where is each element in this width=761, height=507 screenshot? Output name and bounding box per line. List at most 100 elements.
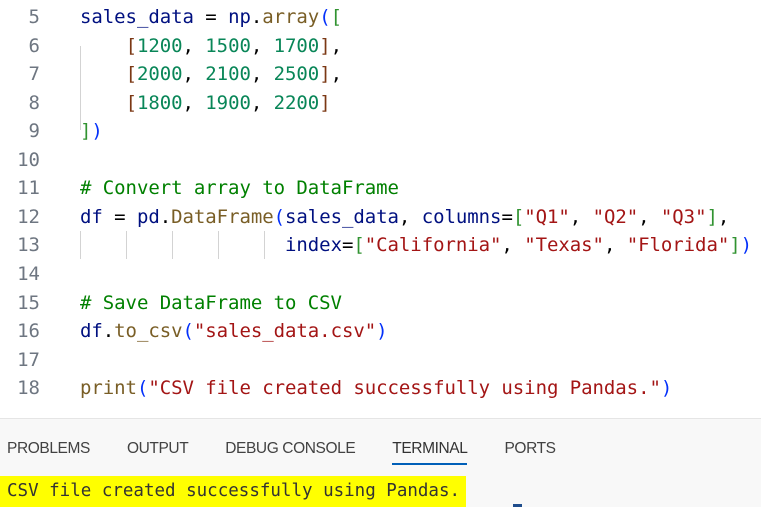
code-line[interactable]: 9]) <box>0 117 761 145</box>
code-text: # Save DataFrame to CSV <box>80 289 342 317</box>
code-token: df <box>80 205 103 228</box>
code-token: [ <box>125 91 137 114</box>
code-line[interactable]: 7 [2000, 2100, 2500], <box>0 60 761 88</box>
tab-output[interactable]: OUTPUT <box>126 440 189 457</box>
line-number: 9 <box>28 120 40 143</box>
code-token: [ <box>512 205 525 228</box>
code-token: 2200 <box>273 91 320 114</box>
line-number: 6 <box>28 34 40 57</box>
code-line[interactable]: 10 <box>0 146 761 174</box>
tab-problems[interactable]: PROBLEMS <box>7 440 90 457</box>
code-token: , <box>330 34 342 57</box>
code-token: np <box>228 6 251 28</box>
code-token: [ <box>330 6 342 28</box>
code-token: , <box>398 205 422 228</box>
code-line[interactable]: 15 # Save DataFrame to CSV <box>0 289 761 317</box>
code-line[interactable]: 11# Convert array to DataFrame <box>0 174 761 202</box>
code-token: , <box>569 205 593 228</box>
code-token: "Q1" <box>524 205 570 228</box>
code-token: . <box>102 320 115 343</box>
code-text: [1200, 1500, 1700], <box>80 32 342 60</box>
tab-debug-console[interactable]: DEBUG CONSOLE <box>225 440 356 457</box>
code-token: , <box>638 205 661 228</box>
code-token <box>80 234 285 256</box>
code-token: 2000 <box>136 63 183 86</box>
code-token: pd <box>136 205 160 228</box>
line-number: 5 <box>28 6 40 28</box>
line-number: 14 <box>17 262 40 285</box>
code-token: ) <box>376 320 388 343</box>
code-token: = <box>102 205 137 228</box>
code-token: = <box>193 6 229 28</box>
code-token: array <box>262 6 320 28</box>
code-token: . <box>250 6 263 28</box>
code-token: ] <box>706 205 718 228</box>
code-token: "Q3" <box>660 205 707 228</box>
code-token: "Texas" <box>524 234 604 257</box>
code-token: "Q2" <box>592 205 639 228</box>
code-token: ( <box>182 320 194 343</box>
code-token: index <box>285 234 342 257</box>
indent-guide <box>264 231 265 259</box>
code-token: ( <box>136 377 149 400</box>
code-token: to_csv <box>114 320 183 343</box>
code-token: 1800 <box>136 91 183 114</box>
code-line[interactable]: 6 [1200, 1500, 1700], <box>0 32 761 60</box>
code-token: ] <box>319 63 331 86</box>
line-number: 17 <box>17 348 40 371</box>
code-token: , <box>250 91 274 114</box>
code-line[interactable]: 8 [1800, 1900, 2200] <box>0 89 761 117</box>
indent-guide <box>218 231 219 259</box>
code-token <box>80 35 126 57</box>
code-token: ) <box>91 120 103 143</box>
terminal-output-line: CSV file created successfully using Pand… <box>0 476 467 507</box>
code-token: , <box>250 34 274 57</box>
code-token: , <box>182 63 206 86</box>
code-token: [ <box>353 234 365 257</box>
code-text: df.to_csv("sales_data.csv") <box>80 317 388 345</box>
code-token: ] <box>80 120 92 143</box>
line-number: 10 <box>17 148 40 171</box>
code-line[interactable]: 14 <box>0 260 761 288</box>
code-token: 1700 <box>273 34 320 57</box>
code-token: 2100 <box>205 63 251 86</box>
code-text: sales_data = np.array([ <box>80 3 342 31</box>
code-token: 2500 <box>273 63 320 86</box>
code-token: ( <box>273 205 286 228</box>
tab-ports[interactable]: PORTS <box>504 440 556 457</box>
line-number: 15 <box>17 291 40 314</box>
code-token: , <box>717 205 730 228</box>
code-token: 1500 <box>205 34 251 57</box>
line-number: 12 <box>17 205 40 228</box>
code-token: df <box>80 320 103 343</box>
line-number: 8 <box>28 91 40 114</box>
code-line[interactable]: 16 df.to_csv("sales_data.csv") <box>0 317 761 345</box>
indent-guide <box>80 46 81 130</box>
code-token: "California" <box>364 234 502 257</box>
code-line[interactable]: 17 <box>0 346 761 374</box>
code-token: # Save DataFrame to CSV <box>80 291 342 314</box>
code-token: sales_data <box>285 205 399 228</box>
code-token: ] <box>729 234 741 257</box>
tab-terminal[interactable]: TERMINAL <box>392 439 468 465</box>
code-token: "CSV file created successfully using Pan… <box>148 377 661 400</box>
code-text: df = pd.DataFrame(sales_data, columns=["… <box>80 203 729 231</box>
code-token: , <box>250 63 274 86</box>
code-token: , <box>603 234 627 257</box>
code-text: ]) <box>80 117 103 145</box>
panel-tabs: PROBLEMS OUTPUT DEBUG CONSOLE TERMINAL P… <box>0 439 593 467</box>
line-number: 16 <box>17 320 40 343</box>
code-token: columns <box>421 205 502 228</box>
code-line[interactable]: 13 index=["California", "Texas", "Florid… <box>0 231 761 259</box>
code-token: ) <box>740 234 753 257</box>
code-token: ) <box>660 377 673 400</box>
code-line[interactable]: 5 sales_data = np.array([ <box>0 3 761 31</box>
code-token: 1900 <box>205 91 251 114</box>
code-token: , <box>330 63 342 86</box>
code-token: sales_data <box>80 6 194 28</box>
code-token: , <box>182 34 206 57</box>
line-number: 11 <box>17 177 40 200</box>
